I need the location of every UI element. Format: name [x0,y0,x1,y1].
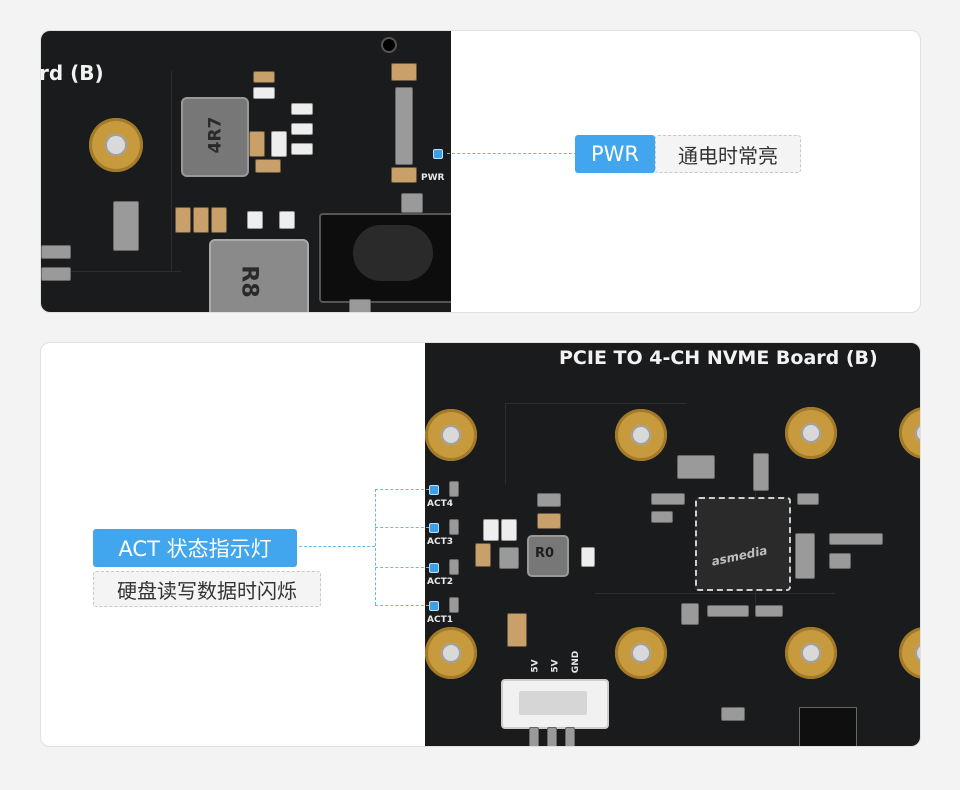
mounting-hole [899,627,920,679]
mounting-hole [785,407,837,459]
smd-part [651,511,673,523]
act-label-tag: ACT 状态指示灯 [93,529,297,567]
smd-array [795,533,815,579]
connector-pin-label: 5V [530,659,541,673]
smd-part [507,613,527,647]
jack-pin [349,299,371,312]
pwr-led [433,149,443,159]
smd-part [253,71,275,83]
smd-part [193,207,209,233]
pwr-leader-line [447,153,577,154]
mounting-hole [615,627,667,679]
smd-part [721,707,745,721]
pcb-photo-bottom: PCIE TO 4-CH NVME Board (B) ACT4 ACT3 AC… [425,343,920,746]
smd-part [707,605,749,617]
smd-part [581,547,595,567]
soic-chip [799,707,857,746]
act4-silkscreen: ACT4 [427,499,453,509]
board-title: PCIE TO 4-CH NVME Board (B) [559,347,878,369]
smd-part [449,597,459,613]
smd-part [291,123,313,135]
mounting-hole [425,409,477,461]
pcb-photo-top: rd (B) 4R7 R8 PWR [41,31,451,312]
act3-silkscreen: ACT3 [427,537,453,547]
smd-part [255,159,281,173]
smd-part [291,143,313,155]
act-info-card: PCIE TO 4-CH NVME Board (B) ACT4 ACT3 AC… [40,342,921,747]
act-leader-bracket [375,489,376,605]
smd-part [829,533,883,545]
dc-power-jack [319,213,451,303]
mounting-hole [425,627,477,679]
act3-led [429,523,439,533]
mounting-hole [899,407,920,459]
smd-part [829,553,851,569]
smd-part [41,245,71,259]
smd-part [475,543,491,567]
smd-part [41,267,71,281]
jack-pin [401,193,423,213]
smd-part [175,207,191,233]
connector-pin [529,727,539,746]
connector-pin [547,727,557,746]
pwr-label-tag: PWR [575,135,655,173]
smd-part [253,87,275,99]
smd-part [271,131,287,157]
mounting-hole [615,409,667,461]
act3-leader-line [375,527,429,528]
smd-part [797,493,819,505]
act1-led [429,601,439,611]
act2-leader-line [375,567,429,568]
act4-led [429,485,439,495]
smd-array [113,201,139,251]
smd-part [279,211,295,229]
fiducial-mark [381,37,397,53]
mounting-hole [89,118,143,172]
inductor-4r7: 4R7 [181,97,249,177]
smd-part [449,481,459,497]
connector-pin-label: 5V [550,659,561,673]
smd-part [501,519,517,541]
connector-pin-label: GND [571,650,582,674]
smd-array [677,455,715,479]
act2-silkscreen: ACT2 [427,577,453,587]
smd-part [247,211,263,229]
smd-part [755,605,783,617]
pwr-description-tag: 通电时常亮 [655,135,801,173]
smd-part [499,547,519,569]
smd-part [651,493,685,505]
resistor-column [395,87,413,165]
smd-part [391,167,417,183]
inductor-r8: R8 [209,239,309,312]
mounting-hole [785,627,837,679]
act-description-tag: 硬盘读写数据时闪烁 [93,571,321,607]
act1-leader-line [375,605,429,606]
smd-part [449,559,459,575]
smd-part [449,519,459,535]
smd-part [537,513,561,529]
smd-part [249,131,265,157]
board-title-fragment: rd (B) [41,61,104,85]
connector-pin [565,727,575,746]
smd-part [483,519,499,541]
power-connector [501,679,609,729]
smd-part [537,493,561,507]
asmedia-controller-chip: asmedia [695,497,791,591]
smd-part [681,603,699,625]
inductor-r0: R0 [527,535,569,577]
smd-part [753,453,769,491]
act1-silkscreen: ACT1 [427,615,453,625]
pwr-silkscreen: PWR [421,173,445,183]
smd-part [211,207,227,233]
act-leader-line [299,546,375,547]
smd-part [391,63,417,81]
act4-leader-line [375,489,429,490]
smd-part [291,103,313,115]
act2-led [429,563,439,573]
pwr-info-card: rd (B) 4R7 R8 PWR [40,30,921,313]
